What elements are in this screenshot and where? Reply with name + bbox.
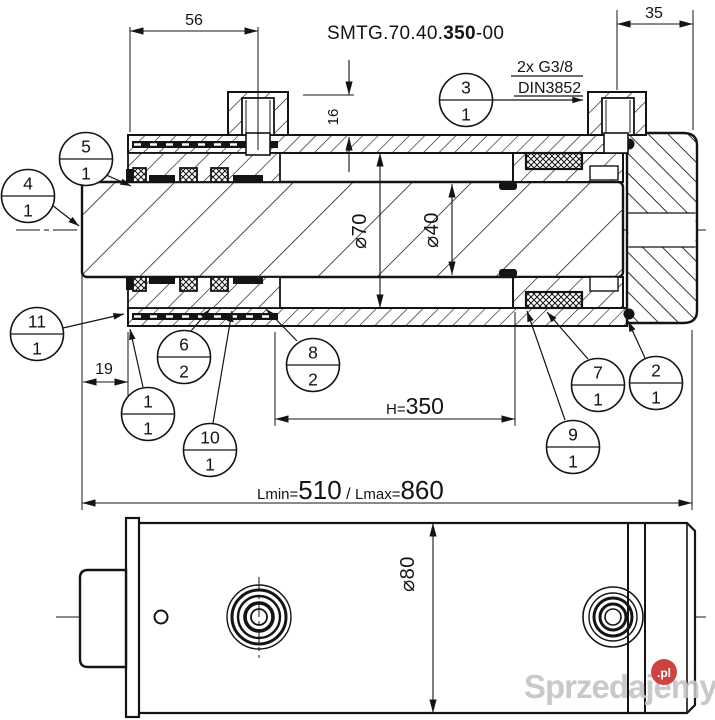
svg-text:1: 1 bbox=[205, 455, 215, 475]
rod-seal-bottom-1 bbox=[132, 276, 147, 292]
svg-text:2: 2 bbox=[651, 361, 661, 381]
front-flange bbox=[124, 516, 141, 719]
port-note-line2: DIN3852 bbox=[518, 80, 581, 97]
svg-text:1: 1 bbox=[143, 392, 153, 412]
svg-text:5: 5 bbox=[81, 137, 91, 157]
rod-seal-top-2 bbox=[179, 167, 198, 183]
side-port-1 bbox=[226, 577, 292, 658]
svg-text:1: 1 bbox=[593, 390, 603, 410]
dim-35: 35 bbox=[645, 5, 663, 22]
balloon-10: 101 bbox=[182, 422, 238, 478]
cap-oring-bottom bbox=[623, 308, 635, 320]
wiper-seal-bottom bbox=[126, 277, 134, 290]
watermark-badge bbox=[651, 659, 677, 685]
svg-text:7: 7 bbox=[593, 363, 603, 383]
svg-text:10: 10 bbox=[200, 428, 220, 448]
svg-text:2: 2 bbox=[179, 362, 189, 382]
side-port-2 bbox=[582, 586, 644, 648]
svg-text:11: 11 bbox=[28, 312, 46, 332]
port-boss-2 bbox=[587, 91, 647, 154]
dim-16: 16 bbox=[325, 109, 342, 126]
svg-text:8: 8 bbox=[308, 343, 318, 363]
piston-seal-top bbox=[524, 151, 584, 171]
watermark-badge-text: .pl bbox=[657, 666, 671, 680]
balloons: 51 41 31 111 62 82 11 101 bbox=[0, 72, 684, 478]
balloon-9: 91 bbox=[545, 419, 601, 475]
guide-ring-bottom-2 bbox=[233, 277, 263, 284]
balloon-8: 82 bbox=[285, 337, 341, 393]
drawing-title: SMTG.70.40.350-00 bbox=[327, 23, 504, 44]
svg-text:4: 4 bbox=[23, 174, 33, 194]
guide-ring-top-2 bbox=[233, 175, 263, 182]
dim-lmin-lmax: Lmin=510 / Lmax=860 bbox=[257, 475, 444, 505]
side-view: ⌀80 bbox=[56, 516, 706, 719]
guide-ring-bottom-1 bbox=[149, 277, 175, 284]
port-note-line1: 2x G3/8 bbox=[517, 59, 573, 76]
svg-text:1: 1 bbox=[32, 339, 42, 359]
end-cap-bore bbox=[628, 213, 696, 247]
balloon-11: 111 bbox=[9, 306, 65, 362]
piston-groove-top bbox=[589, 165, 619, 181]
dim-56: 56 bbox=[185, 12, 203, 29]
balloon-6: 62 bbox=[156, 329, 212, 385]
svg-text:1: 1 bbox=[23, 201, 33, 221]
balloon-7: 71 bbox=[570, 357, 626, 413]
wiper-seal-top bbox=[126, 169, 134, 182]
dimensions: 56 35 16 ⌀70 ⌀40 H=350 19 Lmin=510 / Lma… bbox=[81, 5, 694, 510]
piston-oring-bottom bbox=[499, 269, 517, 277]
svg-text:9: 9 bbox=[568, 425, 578, 445]
watermark: Sprzedajemy .pl bbox=[524, 659, 715, 705]
svg-text:1: 1 bbox=[651, 388, 661, 408]
balloon-4: 41 bbox=[0, 168, 56, 224]
port-note: 2x G3/8 DIN3852 bbox=[511, 59, 583, 97]
piston-oring-top bbox=[499, 182, 517, 190]
balloon-5: 51 bbox=[58, 131, 114, 187]
svg-text:6: 6 bbox=[179, 335, 189, 355]
balloon-3: 31 bbox=[438, 72, 494, 128]
rod-end-block bbox=[78, 568, 128, 669]
piston-seal-bottom bbox=[524, 290, 584, 310]
dim-h: H=350 bbox=[386, 393, 444, 419]
svg-text:1: 1 bbox=[461, 105, 471, 125]
piston-groove-bottom bbox=[589, 276, 619, 292]
vent-hole bbox=[153, 609, 169, 625]
guide-ring-top-1 bbox=[149, 175, 175, 182]
balloon-2: 21 bbox=[628, 355, 684, 411]
rod-seal-bottom-2 bbox=[179, 276, 198, 292]
dim-19: 19 bbox=[95, 361, 113, 378]
dim-dia40: ⌀40 bbox=[421, 212, 443, 248]
balloon-1: 11 bbox=[120, 386, 176, 442]
piston-rod-section bbox=[80, 180, 625, 279]
rod-seal-bottom-3 bbox=[210, 276, 229, 292]
rod-seal-top-1 bbox=[132, 167, 147, 183]
svg-text:1: 1 bbox=[568, 452, 578, 472]
watermark-text: Sprzedajemy bbox=[524, 668, 715, 705]
svg-text:2: 2 bbox=[308, 370, 318, 390]
svg-text:3: 3 bbox=[461, 78, 471, 98]
dim-dia80: ⌀80 bbox=[397, 556, 419, 592]
svg-text:1: 1 bbox=[143, 419, 153, 439]
balloon-leaders bbox=[51, 96, 646, 424]
dim-dia70: ⌀70 bbox=[349, 213, 371, 249]
svg-text:1: 1 bbox=[81, 164, 91, 184]
rod-seal-top-3 bbox=[210, 167, 229, 183]
